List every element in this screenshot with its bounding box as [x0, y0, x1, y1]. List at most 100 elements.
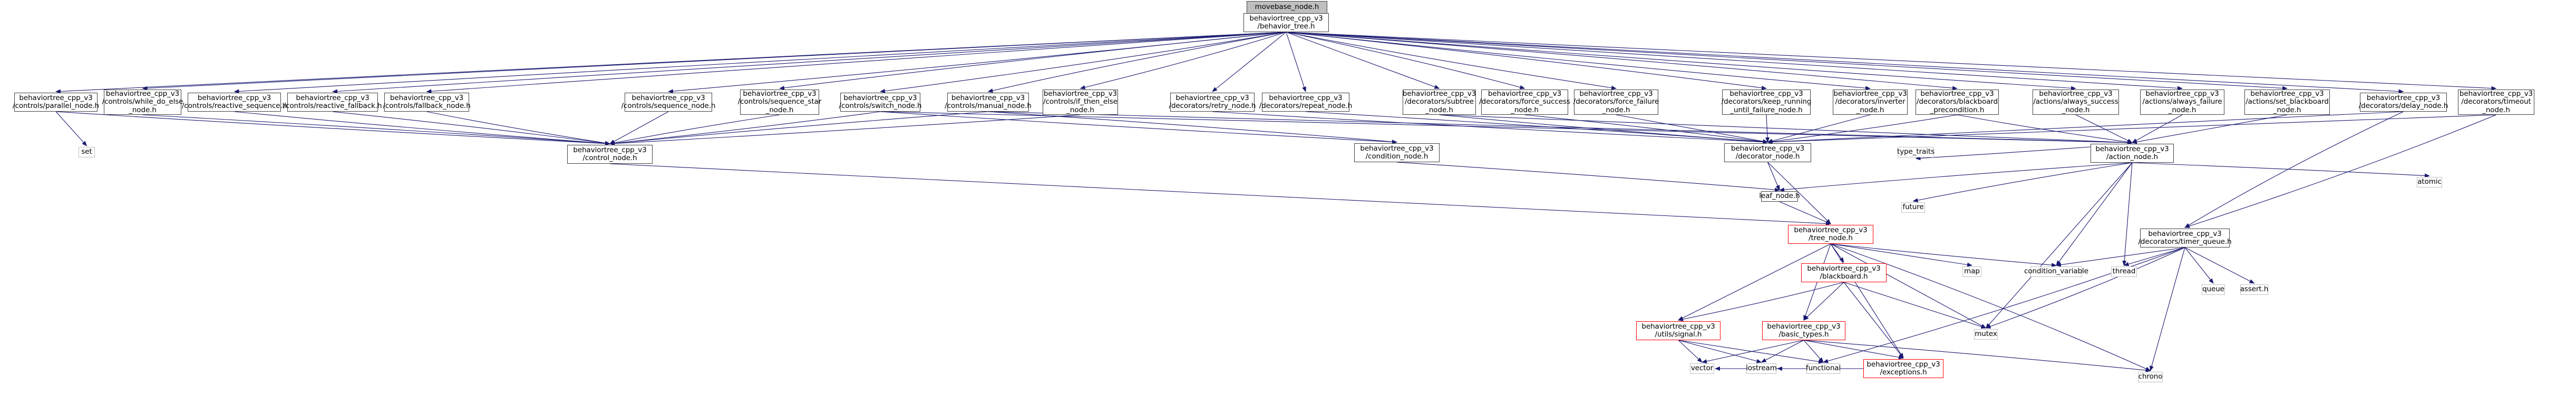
graph-node-queue[interactable]: queue	[2202, 284, 2225, 295]
graph-node-label: behaviortree_cpp_v3 /controls/switch_nod…	[839, 93, 922, 110]
edge-behavior_tree-to-always_success	[1286, 32, 2076, 91]
graph-node-reactive_fb[interactable]: behaviortree_cpp_v3 /controls/reactive_f…	[284, 93, 382, 112]
graph-node-label: behaviortree_cpp_v3 /exceptions.h	[1867, 360, 1940, 377]
graph-node-signal[interactable]: behaviortree_cpp_v3 /utils/signal.h	[1636, 321, 1720, 340]
graph-node-force_success[interactable]: behaviortree_cpp_v3 /decorators/force_su…	[1479, 90, 1570, 115]
graph-node-manual[interactable]: behaviortree_cpp_v3 /controls/manual_nod…	[945, 93, 1032, 112]
graph-node-tree_node[interactable]: behaviortree_cpp_v3 /tree_node.h	[1788, 225, 1873, 244]
edge-blackboard-to-exceptions	[1843, 282, 1904, 359]
edge-basic_types-to-exceptions	[1803, 340, 1904, 360]
graph-node-set_blackboard[interactable]: behaviortree_cpp_v3 /actions/set_blackbo…	[2244, 90, 2330, 115]
edge-basic_types-to-chrono	[1803, 340, 2151, 373]
graph-node-vector[interactable]: vector	[1690, 363, 1714, 374]
graph-node-label: behaviortree_cpp_v3 /decorators/force_su…	[1479, 90, 1570, 114]
graph-node-label: leaf_node.h	[1759, 192, 1800, 201]
graph-node-timeout[interactable]: behaviortree_cpp_v3 /decorators/timeout …	[2458, 90, 2534, 115]
edge-keep_running-to-decorator_node	[1765, 114, 1770, 143]
graph-node-behavior_tree[interactable]: behaviortree_cpp_v3 /behavior_tree.h	[1243, 13, 1329, 32]
graph-node-condition_node[interactable]: behaviortree_cpp_v3 /condition_node.h	[1354, 143, 1440, 162]
edge-behavior_tree-to-inverter	[1286, 32, 1871, 91]
graph-node-label: functional	[1805, 364, 1841, 373]
graph-node-label: behaviortree_cpp_v3 /controls/manual_nod…	[945, 93, 1032, 110]
graph-node-chrono[interactable]: chrono	[2138, 372, 2163, 382]
graph-node-thread[interactable]: thread	[2111, 266, 2137, 277]
graph-node-label: behaviortree_cpp_v3 /behavior_tree.h	[1249, 14, 1323, 31]
graph-node-type_traits[interactable]: type_traits	[1897, 147, 1935, 157]
edge-action_node-to-future	[1912, 162, 2133, 203]
graph-node-fallback[interactable]: behaviortree_cpp_v3 /controls/fallback_n…	[383, 93, 471, 112]
graph-node-timer_queue[interactable]: behaviortree_cpp_v3 /decorators/timer_qu…	[2138, 229, 2232, 247]
edge-retry-to-decorator_node	[1212, 111, 1768, 144]
graph-node-repeat[interactable]: behaviortree_cpp_v3 /decorators/repeat_n…	[1259, 93, 1352, 112]
graph-node-switch[interactable]: behaviortree_cpp_v3 /controls/switch_nod…	[839, 93, 922, 112]
graph-node-if_then_else[interactable]: behaviortree_cpp_v3 /controls/if_then_el…	[1043, 90, 1118, 115]
graph-node-force_failure[interactable]: behaviortree_cpp_v3 /decorators/force_fa…	[1573, 90, 1659, 115]
graph-node-label: behaviortree_cpp_v3 /controls/sequence_n…	[621, 93, 716, 110]
graph-node-label: set	[81, 147, 92, 156]
edge-timer_queue-to-queue	[2184, 247, 2214, 284]
edge-switch-to-action_node	[880, 111, 2133, 145]
graph-node-control_node[interactable]: behaviortree_cpp_v3 /control_node.h	[567, 145, 653, 164]
graph-node-blackboard[interactable]: behaviortree_cpp_v3 /blackboard.h	[1801, 263, 1887, 282]
edge-delay-to-decorator_node	[1767, 111, 2404, 144]
graph-node-map[interactable]: map	[1962, 266, 1981, 277]
graph-node-label: behaviortree_cpp_v3 /controls/reactive_s…	[181, 93, 287, 110]
graph-node-delay[interactable]: behaviortree_cpp_v3 /decorators/delay_no…	[2358, 93, 2448, 112]
graph-node-parallel[interactable]: behaviortree_cpp_v3 /controls/parallel_n…	[13, 93, 99, 112]
edge-tree_node-to-map	[1830, 243, 1972, 267]
graph-node-while_do_else[interactable]: behaviortree_cpp_v3 /controls/while_do_e…	[102, 90, 183, 115]
edge-while_do_else-to-control_node	[142, 114, 610, 146]
edge-behavior_tree-to-timeout	[1286, 32, 2497, 91]
edge-behavior_tree-to-set_blackboard	[1286, 32, 2288, 91]
graph-node-set[interactable]: set	[79, 147, 95, 157]
graph-node-atomic[interactable]: atomic	[2417, 177, 2442, 187]
graph-node-always_failure[interactable]: behaviortree_cpp_v3 /actions/always_fail…	[2140, 90, 2224, 115]
edge-behavior_tree-to-switch	[880, 32, 1287, 93]
edge-timer_queue-to-thread	[2123, 247, 2185, 266]
graph-node-label: behaviortree_cpp_v3 /control_node.h	[573, 145, 647, 162]
graph-node-movebase[interactable]: movebase_node.h	[1247, 1, 1327, 14]
graph-node-label: assert.h	[2240, 285, 2269, 294]
graph-node-label: behaviortree_cpp_v3 /decorators/inverter…	[1833, 90, 1907, 114]
graph-node-label: behaviortree_cpp_v3 /decorators/delay_no…	[2358, 93, 2448, 110]
graph-node-label: type_traits	[1897, 147, 1935, 156]
graph-node-basic_types[interactable]: behaviortree_cpp_v3 /basic_types.h	[1762, 321, 1845, 340]
edge-behavior_tree-to-bb_precond	[1286, 32, 1958, 91]
graph-node-label: behaviortree_cpp_v3 /controls/fallback_n…	[383, 93, 471, 110]
edge-manual-to-control_node	[609, 111, 988, 146]
edge-control_node-to-tree_node	[609, 163, 1831, 226]
graph-node-keep_running[interactable]: behaviortree_cpp_v3 /decorators/keep_run…	[1722, 90, 1811, 115]
graph-node-assert[interactable]: assert.h	[2240, 284, 2268, 295]
graph-node-decorator_node[interactable]: behaviortree_cpp_v3 /decorator_node.h	[1724, 143, 1811, 162]
graph-node-label: vector	[1690, 364, 1714, 373]
graph-node-future[interactable]: future	[1901, 202, 1925, 213]
graph-node-label: behaviortree_cpp_v3 /decorator_node.h	[1731, 144, 1805, 161]
graph-node-sequence[interactable]: behaviortree_cpp_v3 /controls/sequence_n…	[621, 93, 715, 112]
graph-node-action_node[interactable]: behaviortree_cpp_v3 /action_node.h	[2091, 144, 2174, 163]
graph-node-mutex[interactable]: mutex	[1974, 329, 1998, 340]
edge-behavior_tree-to-while_do_else	[142, 32, 1287, 91]
graph-node-functional[interactable]: functional	[1805, 363, 1841, 374]
edge-behavior_tree-to-if_then_else	[1080, 32, 1287, 90]
graph-node-iostream[interactable]: iostream	[1746, 363, 1777, 374]
graph-node-inverter[interactable]: behaviortree_cpp_v3 /decorators/inverter…	[1833, 90, 1908, 115]
graph-node-reactive_seq[interactable]: behaviortree_cpp_v3 /controls/reactive_s…	[182, 93, 287, 112]
graph-node-subtree[interactable]: behaviortree_cpp_v3 /decorators/subtree …	[1403, 90, 1476, 115]
edge-behavior_tree-to-reactive_fb	[332, 32, 1287, 94]
edge-action_node-to-mutex	[1985, 162, 2133, 329]
edge-behavior_tree-to-subtree	[1286, 32, 1440, 89]
graph-node-label: behaviortree_cpp_v3 /controls/parallel_n…	[13, 93, 99, 110]
graph-node-always_success[interactable]: behaviortree_cpp_v3 /actions/always_succ…	[2033, 90, 2119, 115]
graph-node-bb_precond[interactable]: behaviortree_cpp_v3 /decorators/blackboa…	[1916, 90, 1999, 115]
edge-always_success-to-action_node	[2075, 114, 2133, 143]
graph-node-leaf_node[interactable]: leaf_node.h	[1759, 191, 1800, 202]
graph-node-retry[interactable]: behaviortree_cpp_v3 /decorators/retry_no…	[1169, 93, 1256, 112]
graph-node-label: behaviortree_cpp_v3 /blackboard.h	[1807, 264, 1881, 281]
graph-node-label: behaviortree_cpp_v3 /condition_node.h	[1360, 144, 1434, 161]
graph-node-sequence_star[interactable]: behaviortree_cpp_v3 /controls/sequence_s…	[738, 90, 821, 115]
graph-node-condition_var[interactable]: condition_variable	[2024, 266, 2088, 277]
graph-node-exceptions[interactable]: behaviortree_cpp_v3 /exceptions.h	[1863, 359, 1943, 378]
graph-node-label: movebase_node.h	[1255, 3, 1319, 12]
edge-leaf_node-to-tree_node	[1779, 201, 1831, 224]
